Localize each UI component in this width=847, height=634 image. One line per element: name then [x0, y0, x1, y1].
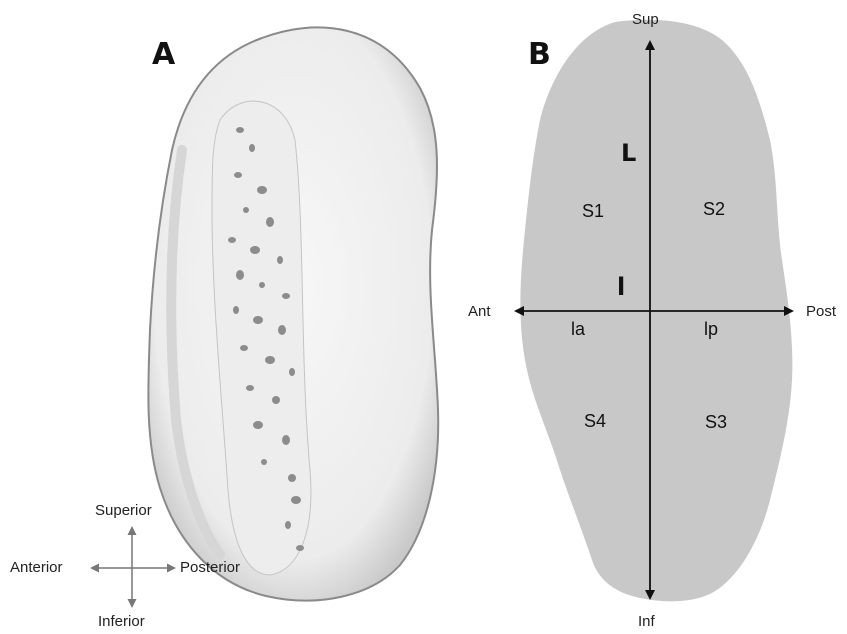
length-label: L: [621, 141, 636, 165]
anterior-half-width-label: la: [571, 320, 585, 338]
segment-s2-label: S2: [703, 200, 725, 218]
segment-s4-label: S4: [584, 412, 606, 430]
posterior-half-width-label: lp: [704, 320, 718, 338]
orientation-compass: [92, 528, 174, 606]
cross-section-diagram: [516, 20, 792, 602]
panel-b-letter: B: [528, 40, 551, 70]
segment-s3-label: S3: [705, 413, 727, 431]
compass-superior-label: Superior: [95, 503, 152, 518]
bone-specimen-photo: [148, 27, 438, 600]
panel-a-letter: A: [152, 40, 175, 70]
width-label: l: [617, 275, 625, 299]
compass-inferior-label: Inferior: [98, 614, 145, 629]
axis-ant-label: Ant: [468, 304, 491, 319]
axis-inf-label: Inf: [638, 614, 655, 629]
segment-s1-label: S1: [582, 202, 604, 220]
compass-posterior-label: Posterior: [180, 560, 240, 575]
axis-post-label: Post: [806, 304, 836, 319]
compass-anterior-label: Anterior: [10, 560, 63, 575]
axis-sup-label: Sup: [632, 12, 659, 27]
